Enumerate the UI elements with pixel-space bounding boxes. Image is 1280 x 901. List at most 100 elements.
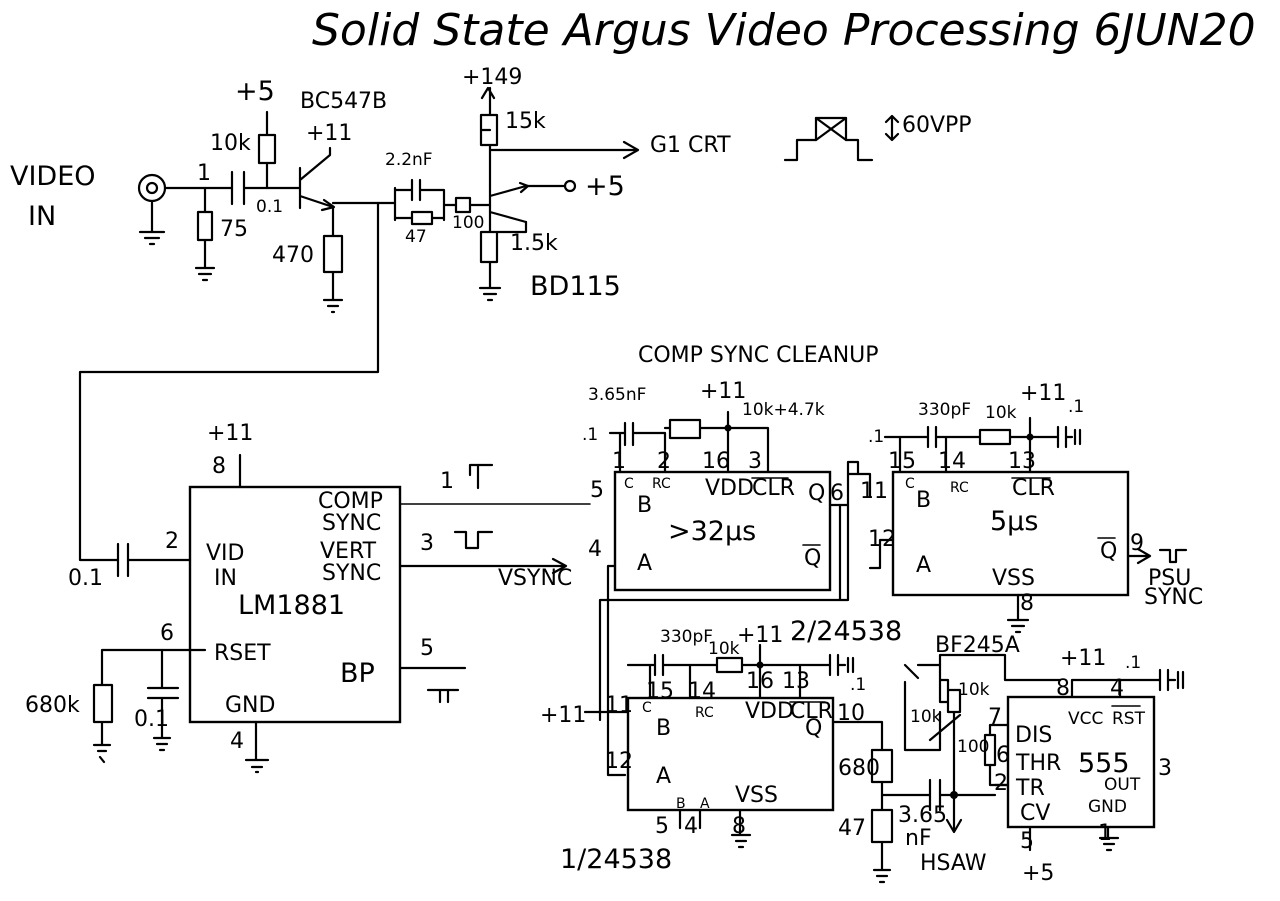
label-10k: 10k xyxy=(210,131,251,156)
wire-u3-q xyxy=(831,720,884,752)
555-gnd: GND xyxy=(1088,797,1127,817)
ic-lm1881 xyxy=(188,485,402,724)
label-plus149: +149 xyxy=(462,65,522,90)
label-bd115: BD115 xyxy=(530,271,621,302)
555-out: OUT xyxy=(1104,775,1141,795)
capacitor-3-65nf xyxy=(880,778,997,812)
u3-p5: 5 xyxy=(655,814,669,839)
u2-q: Q xyxy=(1100,539,1117,564)
fet-bf245a-network xyxy=(903,663,962,797)
u3-c: C xyxy=(642,700,652,716)
rc-network-u1 xyxy=(608,410,770,474)
lm-pin1: 1 xyxy=(440,469,454,494)
label-plus11-u3-left: +11 xyxy=(540,703,586,728)
label-2-2nf: 2.2nF xyxy=(385,150,433,170)
u3-a: A xyxy=(656,764,671,789)
wire-u1-q-down xyxy=(598,503,850,722)
u3-p11: 11 xyxy=(605,693,633,718)
u3-pa: A xyxy=(700,796,710,812)
u2-timing: 5µs xyxy=(990,506,1038,537)
u1-q: Q xyxy=(808,481,825,506)
label-plus11-q1: +11 xyxy=(306,121,352,146)
u2-p11-label: 11 xyxy=(860,479,888,504)
555-p5: 5 xyxy=(1020,829,1034,854)
resistor-75 xyxy=(194,186,216,282)
u1-b: B xyxy=(637,493,652,518)
u3-b: B xyxy=(656,716,671,741)
u2-p8: 8 xyxy=(1020,591,1034,616)
555-dis: DIS xyxy=(1015,723,1052,748)
label-0-1: 0.1 xyxy=(256,197,283,217)
capacitor-coupling xyxy=(230,170,302,206)
label-0-1-rset: 0.1 xyxy=(134,707,169,732)
u2-gnd xyxy=(1006,593,1030,634)
diagram-title: Solid State Argus Video Processing 6JUN2… xyxy=(312,5,1256,56)
lm-pin6: 6 xyxy=(160,621,174,646)
u1-qbar: Q xyxy=(804,546,821,571)
pulse-psu-sync xyxy=(1158,548,1188,564)
wire-hsaw xyxy=(945,793,963,834)
video-in-connector xyxy=(137,173,167,246)
wire-psu-sync xyxy=(1126,547,1152,565)
ic-u1-4538 xyxy=(613,470,832,592)
555-p6: 6 xyxy=(996,743,1010,768)
u3-vss: VSS xyxy=(735,783,778,808)
555-supply xyxy=(1070,668,1185,699)
label-plus11-u1: +11 xyxy=(700,379,746,404)
ic-u2-4538 xyxy=(891,470,1130,597)
label-47b: 47 xyxy=(838,816,866,841)
resistor-470 xyxy=(322,205,344,314)
label-01-u1: .1 xyxy=(582,425,598,445)
lm-in: IN xyxy=(214,566,237,591)
555-thr: THR xyxy=(1015,751,1061,776)
555-p3: 3 xyxy=(1158,756,1172,781)
label-3-65: 3.65 xyxy=(898,803,947,828)
lm-rset: RSET xyxy=(214,641,271,666)
u1-p4: 4 xyxy=(588,537,602,562)
label-plus5-555: +5 xyxy=(1022,861,1054,886)
u2-c: C xyxy=(905,476,915,492)
label-1-5k: 1.5k xyxy=(510,231,558,256)
wire-video-to-lm1881 xyxy=(78,201,380,562)
label-01-u2-l: .1 xyxy=(868,427,884,447)
555-tr: TR xyxy=(1015,776,1045,801)
lm-vert: VERT xyxy=(320,539,377,564)
label-470: 470 xyxy=(272,243,314,268)
label-01-555: .1 xyxy=(1125,653,1141,673)
555-rst: RST xyxy=(1112,709,1146,729)
label-plus11-lm: +11 xyxy=(207,421,253,446)
label-680k: 680k xyxy=(25,693,80,718)
pulse-vert-sync xyxy=(453,530,494,550)
lm-sync: SYNC xyxy=(322,511,381,536)
u1-rc: RC xyxy=(652,476,671,492)
resistor-100 xyxy=(454,196,492,214)
pulse-comp-sync xyxy=(468,463,494,490)
label-g1-crt: G1 CRT xyxy=(650,133,731,158)
u1-c: C xyxy=(624,476,634,492)
u3-p14: 14 xyxy=(688,679,716,704)
u2-p13: 13 xyxy=(1008,449,1036,474)
wire-u1-q xyxy=(828,460,872,507)
label-vsync: VSYNC xyxy=(498,566,572,591)
u2-rc: RC xyxy=(950,480,969,496)
u3-rc: RC xyxy=(695,705,714,721)
label-680: 680 xyxy=(838,756,880,781)
u1-p5: 5 xyxy=(590,478,604,503)
label-3-65nf: 3.65nF xyxy=(588,385,646,405)
label-bc547b: BC547B xyxy=(300,89,387,114)
label-01-u3: .1 xyxy=(850,675,866,695)
transistor-bd115 xyxy=(488,181,530,227)
label-10k-fet1: 10k xyxy=(958,680,990,700)
wire-u1-a xyxy=(606,564,627,777)
resistor-15k xyxy=(479,86,499,187)
label-plus11-u2: +11 xyxy=(1020,381,1066,406)
label-plus5: +5 xyxy=(235,76,275,107)
capacitor-0-1-rset xyxy=(146,648,180,752)
lm-gnd: GND xyxy=(225,693,275,718)
label-sync-psu: SYNC xyxy=(1144,585,1203,610)
ic-lm1881-name: LM1881 xyxy=(238,590,345,621)
label-hsaw: HSAW xyxy=(920,851,987,876)
label-330pf-u3: 330pF xyxy=(660,627,713,647)
u3-name2: 2/24538 xyxy=(790,616,902,647)
